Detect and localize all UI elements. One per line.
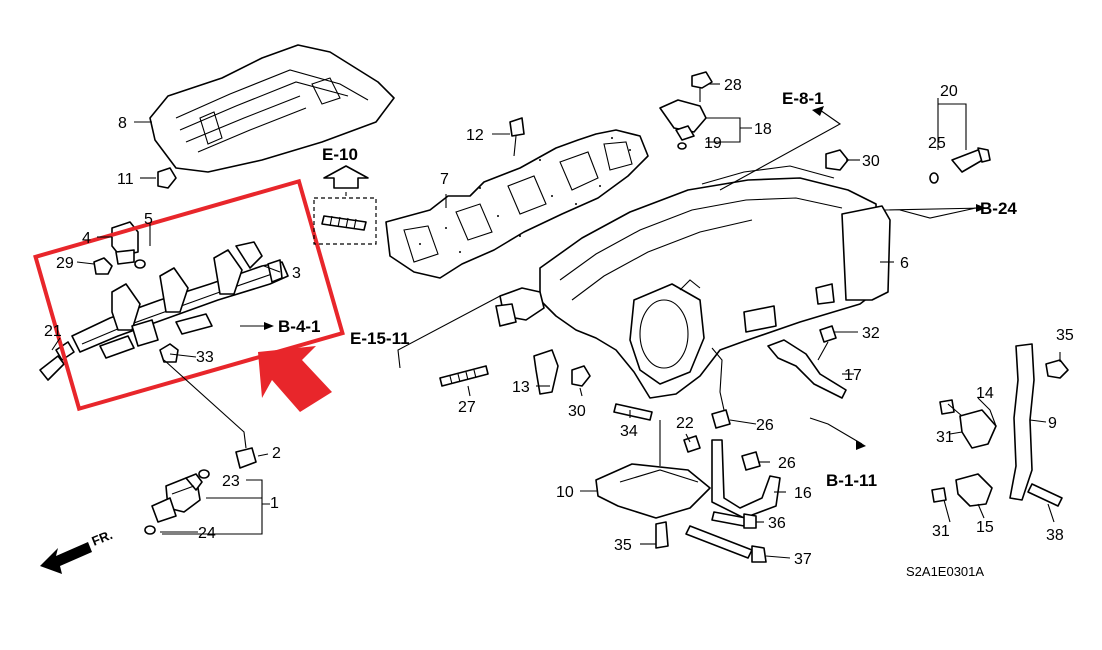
callout-35-bottom: 35 <box>614 537 632 554</box>
fuel-injector-part <box>151 473 203 523</box>
section-references: E-10 E-8-1 B-24 B-4-1 E-15-11 B-1-11 <box>278 89 1017 490</box>
front-direction-arrow-icon: FR. <box>40 527 115 574</box>
callout-5: 5 <box>144 211 153 228</box>
stay-bracket-part <box>767 325 847 399</box>
bracket-14-part <box>959 409 997 449</box>
callout-23: 23 <box>222 473 240 490</box>
callout-28: 28 <box>724 77 742 94</box>
bracket-bolts-part <box>931 399 1063 507</box>
callout-2: 2 <box>272 445 281 462</box>
stay-bolt-part <box>655 521 669 549</box>
short-bolt-part <box>711 511 757 529</box>
rail-nut-part <box>159 343 179 363</box>
iat-sensor-part <box>929 147 991 184</box>
callout-35-right: 35 <box>1056 327 1074 344</box>
injector-seal-part <box>144 525 156 535</box>
fuel-rail-part <box>71 241 289 359</box>
callout-16: 16 <box>794 485 812 502</box>
callout-6: 6 <box>900 255 909 272</box>
callout-24: 24 <box>198 525 216 542</box>
callout-14: 14 <box>976 385 994 402</box>
long-bolt-part <box>685 525 767 563</box>
injector-o-ring-part <box>198 469 210 479</box>
callout-7: 7 <box>440 171 449 188</box>
cover-bolt-part <box>157 167 177 189</box>
callout-26-lower: 26 <box>778 455 796 472</box>
callout-38: 38 <box>1046 527 1064 544</box>
up-arrow-icon <box>323 165 369 189</box>
callout-26-upper: 26 <box>756 417 774 434</box>
highlight-box <box>33 178 345 412</box>
ref-e81: E-8-1 <box>782 89 824 108</box>
manifold-stud-part <box>439 365 489 387</box>
callout-30-top: 30 <box>862 153 880 170</box>
callout-18: 18 <box>754 121 772 138</box>
callout-12: 12 <box>466 127 484 144</box>
harness-bracket-part <box>533 349 591 395</box>
callout-10: 10 <box>556 484 574 501</box>
callout-29: 29 <box>56 255 74 272</box>
manifold-gasket-part <box>385 129 649 279</box>
ref-b111: B-1-11 <box>826 471 877 490</box>
callout-30-mid: 30 <box>568 403 586 420</box>
support-bracket-part <box>1009 343 1069 501</box>
callout-17: 17 <box>844 367 862 384</box>
callout-3: 3 <box>292 265 301 282</box>
map-sensor-part <box>659 99 707 150</box>
stud-bolt-part <box>509 117 525 157</box>
callout-20: 20 <box>940 83 958 100</box>
highlight-arrow-icon <box>258 346 332 412</box>
intake-manifold-part <box>495 165 891 411</box>
injector-cushion-part <box>235 447 257 469</box>
callout-36: 36 <box>768 515 786 532</box>
callout-13: 13 <box>512 379 530 396</box>
callout-numbers: 8 11 4 5 29 3 21 33 2 23 1 24 7 12 28 18… <box>44 77 1074 568</box>
callout-31-upper: 31 <box>936 429 954 446</box>
callout-34: 34 <box>620 423 638 440</box>
sensor-bolt-part <box>691 71 713 102</box>
ref-arrowheads <box>264 106 986 450</box>
callout-33: 33 <box>196 349 214 366</box>
ref-e1511: E-15-11 <box>350 329 410 348</box>
callout-32: 32 <box>862 325 880 342</box>
front-label: FR. <box>90 527 115 549</box>
callout-25: 25 <box>928 135 946 152</box>
manifold-stay-part <box>595 463 711 519</box>
callout-15: 15 <box>976 519 994 536</box>
stud-frame <box>313 197 377 245</box>
vacuum-hose-part <box>683 409 781 519</box>
ref-b41: B-4-1 <box>278 317 321 336</box>
leader-lines <box>51 83 1061 559</box>
fuel-temp-sensor-part <box>39 341 75 381</box>
ref-e10: E-10 <box>322 145 358 164</box>
engine-cover-part <box>149 44 395 173</box>
clip-part <box>93 257 113 275</box>
nut-part <box>825 149 849 171</box>
callout-21: 21 <box>44 323 62 340</box>
ref-b24: B-24 <box>980 199 1017 218</box>
mount-bolt-part <box>613 403 653 421</box>
callout-22: 22 <box>676 415 694 432</box>
diagram-code: S2A1E0301A <box>906 564 984 579</box>
callout-4: 4 <box>82 230 91 247</box>
callout-9: 9 <box>1048 415 1057 432</box>
callout-8: 8 <box>118 115 127 132</box>
callout-31-lower: 31 <box>932 523 950 540</box>
callout-1: 1 <box>270 495 279 512</box>
callout-11: 11 <box>117 171 134 188</box>
callout-37: 37 <box>794 551 812 568</box>
bracket-15-part <box>955 473 993 507</box>
callout-19: 19 <box>704 135 722 152</box>
callout-27: 27 <box>458 399 476 416</box>
